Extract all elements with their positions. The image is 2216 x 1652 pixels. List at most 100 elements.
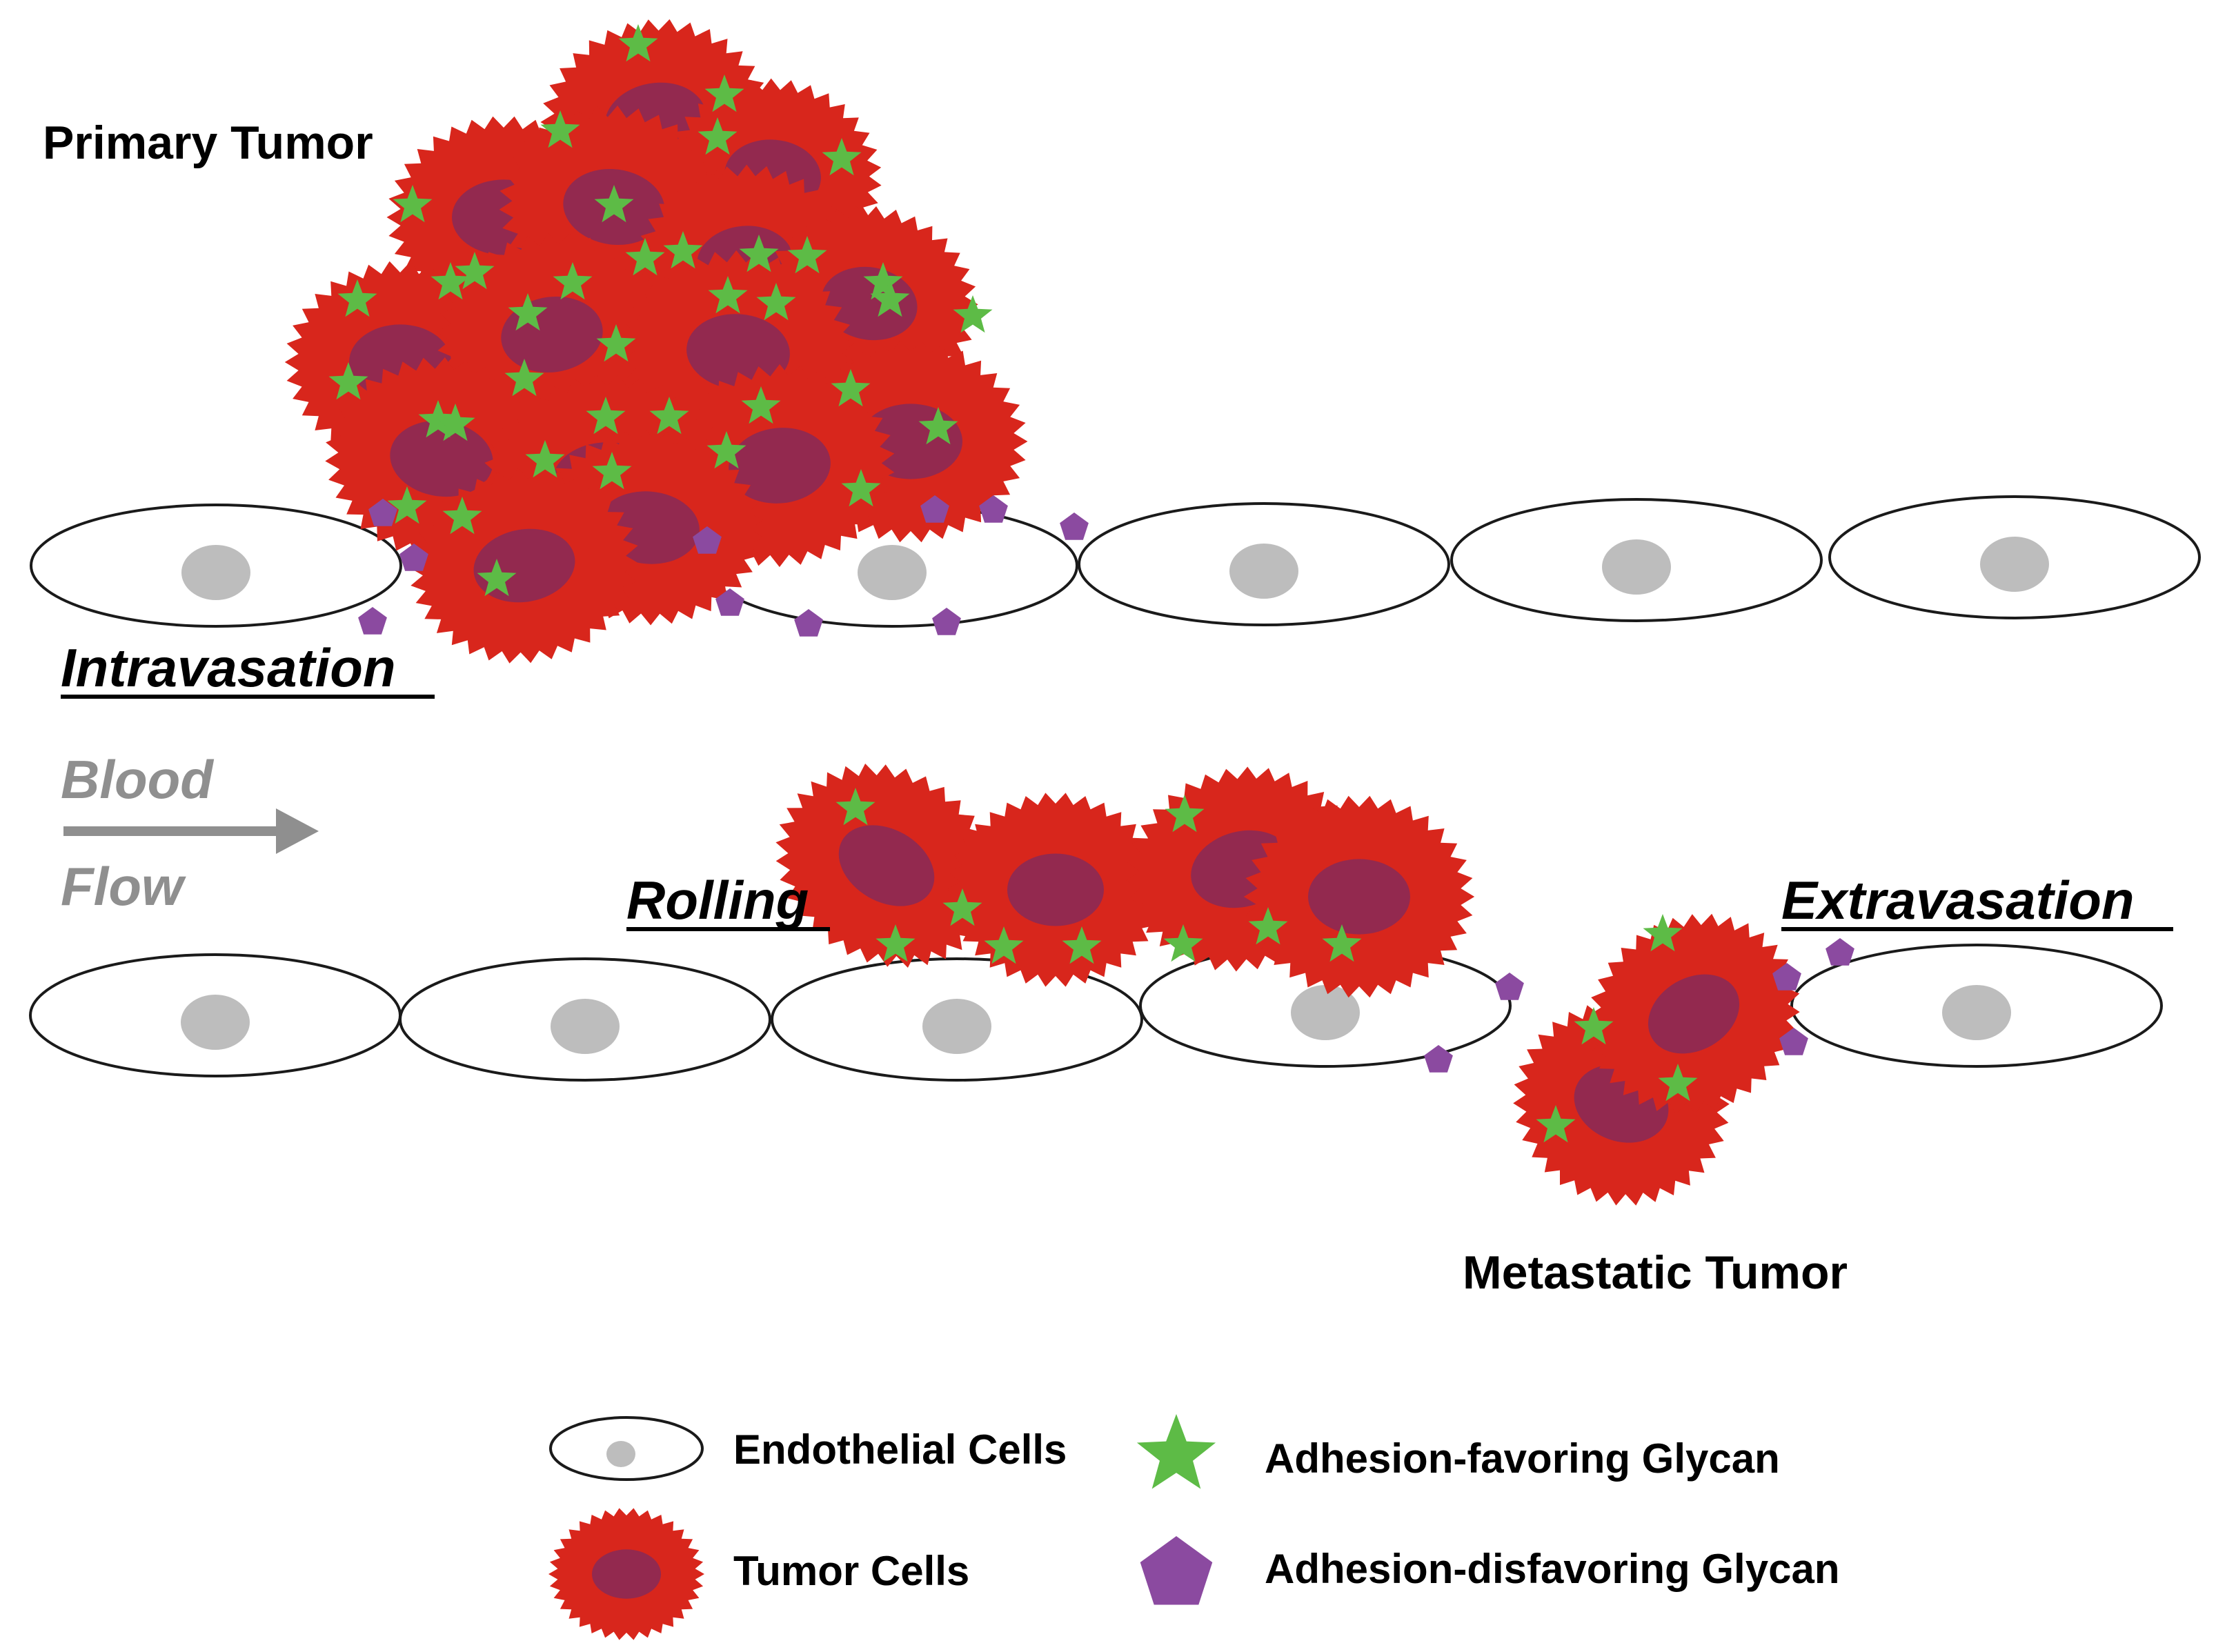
tumor-cell bbox=[1243, 795, 1475, 998]
glycan-star-icon bbox=[504, 359, 544, 397]
glycan-pentagon-icon bbox=[1826, 938, 1854, 966]
glycan-star-icon bbox=[553, 262, 593, 300]
metastatic-tumor-label: Metastatic Tumor bbox=[1463, 1246, 1848, 1299]
legend-endothelial-swatch bbox=[549, 1416, 704, 1481]
glycan-star-icon bbox=[649, 397, 689, 435]
glycan-pentagon-icon bbox=[715, 588, 744, 616]
tumor-cell bbox=[548, 1508, 704, 1640]
legend-adhesion-favoring-swatch bbox=[1136, 1414, 1216, 1489]
glycan-star-icon bbox=[708, 276, 748, 314]
glycan-pentagon-icon bbox=[1060, 512, 1089, 540]
glycan-star-icon bbox=[706, 431, 746, 469]
adhesion-disfavoring-glycans bbox=[358, 495, 1854, 1073]
rolling-tumor-cells bbox=[775, 764, 1475, 998]
metastatic-tumor-cells bbox=[1513, 913, 1800, 1206]
glycan-star-icon bbox=[586, 397, 626, 435]
glycan-star-icon bbox=[831, 369, 871, 407]
glycan-star-icon bbox=[596, 324, 636, 362]
glycan-star-icon bbox=[625, 238, 665, 276]
legend: Endothelial Cells Tumor Cells Adhesion-f… bbox=[548, 1414, 1839, 1640]
glycan-pentagon-icon bbox=[979, 495, 1008, 523]
endothelial-cell bbox=[399, 957, 771, 1082]
glycan-star-icon bbox=[1163, 924, 1203, 962]
glycan-star-icon bbox=[328, 362, 368, 400]
glycan-star-icon bbox=[822, 138, 862, 176]
glycan-star-icon bbox=[477, 559, 517, 597]
glycan-star-icon bbox=[337, 279, 377, 317]
glycan-star-icon bbox=[787, 236, 827, 274]
legend-adhesion-disfavoring-swatch bbox=[1140, 1536, 1213, 1605]
glycan-pentagon-icon bbox=[1140, 1536, 1213, 1605]
legend-adhesion-favoring-label: Adhesion-favoring Glycan bbox=[1265, 1435, 1780, 1482]
glycan-star-icon bbox=[525, 440, 565, 478]
endothelial-cell bbox=[29, 953, 402, 1077]
glycan-star-icon bbox=[592, 452, 632, 490]
glycan-pentagon-icon bbox=[358, 607, 387, 635]
legend-endothelial-label: Endothelial Cells bbox=[733, 1426, 1067, 1473]
glycan-star-icon bbox=[594, 185, 634, 223]
glycan-star-icon bbox=[1643, 914, 1683, 952]
glycan-star-icon bbox=[942, 888, 982, 926]
glycan-pentagon-icon bbox=[794, 609, 823, 637]
glycan-star-icon bbox=[1165, 795, 1205, 833]
glycan-star-icon bbox=[663, 231, 703, 269]
glycan-pentagon-icon bbox=[1779, 1028, 1808, 1055]
glycan-pentagon-icon bbox=[368, 499, 397, 526]
glycan-pentagon-icon bbox=[1495, 973, 1524, 1000]
glycan-star-icon bbox=[1136, 1414, 1216, 1489]
glycan-star-icon bbox=[741, 386, 781, 424]
glycan-star-icon bbox=[435, 404, 475, 441]
flow-label: Flow bbox=[61, 856, 186, 917]
glycan-star-icon bbox=[704, 74, 744, 112]
glycan-star-icon bbox=[984, 926, 1024, 964]
endothelial-cell bbox=[30, 504, 402, 628]
glycan-star-icon bbox=[1248, 907, 1288, 945]
tumor-cell bbox=[946, 793, 1165, 987]
endothelial-cell bbox=[1078, 502, 1450, 626]
glycan-star-icon bbox=[756, 283, 796, 321]
glycan-star-icon bbox=[442, 497, 482, 535]
glycan-pentagon-icon bbox=[399, 544, 428, 571]
endothelial-cell bbox=[1450, 498, 1823, 622]
blood-label: Blood bbox=[61, 749, 214, 810]
legend-tumor-label: Tumor Cells bbox=[733, 1548, 969, 1594]
glycan-pentagon-icon bbox=[1772, 963, 1801, 991]
glycan-star-icon bbox=[835, 788, 875, 826]
legend-tumor-swatch bbox=[548, 1508, 704, 1640]
glycan-star-icon bbox=[918, 407, 958, 445]
glycan-star-icon bbox=[739, 235, 779, 272]
rolling-label: Rolling bbox=[626, 870, 809, 931]
glycan-star-icon bbox=[1322, 924, 1362, 962]
glycan-star-icon bbox=[863, 262, 903, 300]
glycan-star-icon bbox=[540, 110, 580, 148]
legend-adhesion-disfavoring-label: Adhesion-disfavoring Glycan bbox=[1265, 1546, 1839, 1592]
intravasation-label: Intravasation bbox=[61, 637, 395, 698]
glycan-pentagon-icon bbox=[932, 608, 961, 635]
glycan-star-icon bbox=[393, 185, 433, 223]
primary-tumor-label: Primary Tumor bbox=[43, 117, 373, 169]
primary-tumor-cluster bbox=[284, 19, 1028, 664]
glycan-star-icon bbox=[618, 24, 658, 62]
glycan-star-icon bbox=[508, 293, 548, 331]
glycan-star-icon bbox=[698, 117, 738, 155]
glycan-star-icon bbox=[870, 279, 910, 317]
glycan-star-icon bbox=[1536, 1105, 1576, 1143]
tumor-cell bbox=[1587, 913, 1800, 1115]
upper-vessel-wall bbox=[30, 495, 2201, 628]
glycan-star-icon bbox=[431, 262, 471, 300]
extravasation-label: Extravasation bbox=[1781, 870, 2135, 931]
glycan-star-icon bbox=[455, 252, 495, 290]
glycan-star-icon bbox=[387, 486, 427, 524]
glycan-star-icon bbox=[1062, 926, 1102, 964]
adhesion-favoring-glycans bbox=[328, 24, 1698, 1143]
glycan-star-icon bbox=[1574, 1007, 1614, 1045]
glycan-pentagon-icon bbox=[920, 495, 949, 523]
endothelial-cell bbox=[1828, 495, 2201, 619]
glycan-star-icon bbox=[841, 469, 881, 507]
tumor-cell bbox=[775, 764, 998, 968]
glycan-star-icon bbox=[875, 924, 916, 962]
blood-flow-arrow bbox=[63, 808, 319, 854]
glycan-star-icon bbox=[1658, 1064, 1698, 1102]
glycan-pentagon-icon bbox=[1424, 1045, 1453, 1073]
